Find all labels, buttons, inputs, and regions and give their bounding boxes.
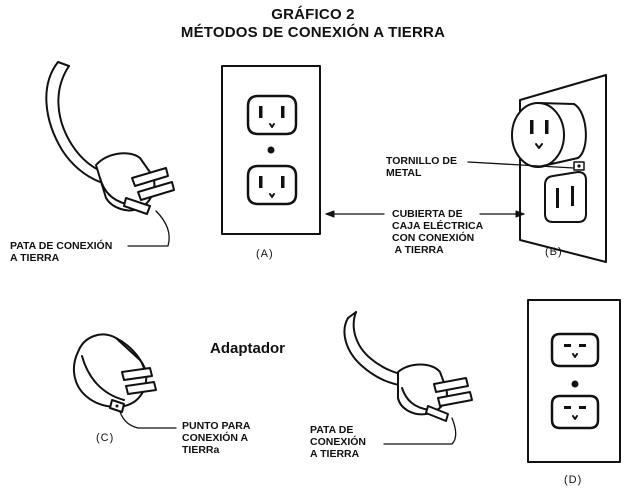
caption-d: (D) xyxy=(564,474,583,486)
label-line: TORNILLO DE xyxy=(386,155,457,167)
three-prong-plug-top xyxy=(45,61,175,215)
label-line: PATA DE xyxy=(310,424,354,436)
label-grounded-box-cover: CUBIERTA DE CAJA ELÉCTRICA CON CONEXIÓN … xyxy=(392,208,483,256)
leader-line-point xyxy=(119,411,177,429)
label-line: PATA DE CONEXIÓN xyxy=(10,240,113,252)
label-grounding-prong-bottom: PATA DE CONEXIÓN A TIERRA xyxy=(310,424,366,460)
caption-b: (B) xyxy=(545,246,563,258)
three-prong-plug-bottom xyxy=(343,311,473,422)
duplex-outlet-d xyxy=(527,299,621,463)
duplex-outlet-a xyxy=(221,65,321,235)
label-line: CONEXIÓN A xyxy=(182,432,249,444)
label-grounding-prong-top: PATA DE CONEXIÓN A TIERRA xyxy=(10,240,112,264)
grounding-adapter-c xyxy=(72,333,157,413)
label-line: TIERRa xyxy=(182,444,220,456)
label-line: CAJA ELÉCTRICA xyxy=(392,220,484,232)
figure-title: GRÁFICO 2 xyxy=(271,6,355,23)
leader-line-prong-top xyxy=(127,210,170,247)
label-metal-screw: TORNILLO DE METAL xyxy=(386,155,457,179)
label-grounding-point: PUNTO PARA CONEXIÓN A TIERRa xyxy=(182,420,250,456)
figure-subtitle: MÉTODOS DE CONEXIÓN A TIERRA xyxy=(180,24,446,41)
label-line: METAL xyxy=(386,167,422,179)
label-line: CUBIERTA DE xyxy=(392,208,463,220)
label-adapter: Adaptador xyxy=(210,340,285,357)
label-line: A TIERRA xyxy=(10,252,60,264)
label-line: CONEXIÓN xyxy=(310,436,367,448)
leader-line-screw xyxy=(467,161,575,169)
label-line: CON CONEXIÓN xyxy=(392,232,475,244)
label-line: A TIERRA xyxy=(392,244,444,256)
label-line: A TIERRA xyxy=(310,448,360,460)
label-line: PUNTO PARA xyxy=(182,420,251,432)
caption-c: (C) xyxy=(96,432,115,444)
caption-a: (A) xyxy=(256,248,274,260)
adapter-on-outlet-b xyxy=(511,74,607,263)
leader-line-prong-bottom xyxy=(383,417,457,445)
